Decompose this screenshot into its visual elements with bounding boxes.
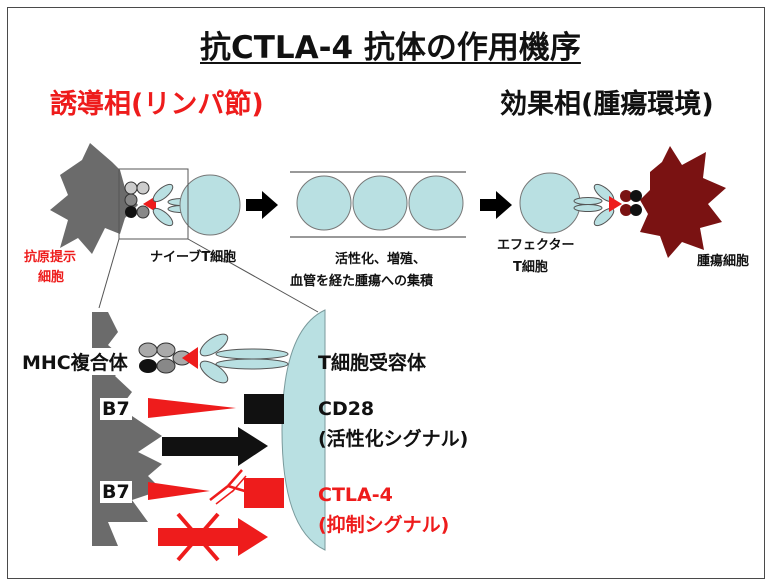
b7-ligand-shape: [148, 398, 236, 418]
naive-t-cell-label: ナイーブT細胞: [150, 250, 237, 265]
ctla4-receptor-shape: [244, 478, 284, 508]
cd28-receptor-shape: [244, 394, 284, 424]
slide-frame: [7, 7, 765, 579]
apc-label-line-2: 細胞: [38, 270, 65, 285]
b7-label: B7: [100, 481, 132, 503]
activation-arrow-icon: [162, 427, 268, 466]
proliferating-t-cell-shape: [296, 175, 352, 231]
tumor-cell-label: 腫瘍細胞: [697, 254, 750, 269]
tcr-label: T細胞受容体: [318, 352, 426, 374]
effector-t-cell-shape: [519, 172, 581, 234]
mhc-complex-label: MHC複合体: [20, 348, 130, 375]
antigen-triangle-icon: [609, 196, 622, 212]
inhibition-arrow-icon: [158, 518, 268, 556]
arrow-icon: [246, 191, 278, 219]
effector-phase-heading: 効果相(腫瘍環境): [500, 89, 714, 120]
activation-label-line-1: 活性化、増殖、: [335, 252, 427, 267]
ctla4-signal-label: (抑制シグナル): [318, 514, 450, 536]
antigen-triangle-icon: [182, 347, 198, 369]
tcr-detail-icon: [199, 333, 289, 384]
cd28-signal-label: (活性化シグナル): [318, 428, 469, 450]
antigen-presenting-cell-shape: [50, 143, 138, 254]
anti-ctla4-antibody-icon: [209, 469, 249, 505]
zoom-connector-line: [187, 238, 319, 313]
zoom-box: [118, 168, 189, 240]
effector-t-cell-label-line-1: エフェクター: [497, 238, 575, 253]
ctla4-label: CTLA-4: [318, 484, 393, 506]
b7-label: B7: [100, 398, 132, 420]
mhc-complex-icon: [124, 181, 150, 219]
apc-label-line-1: 抗原提示: [24, 250, 77, 265]
arrow-icon: [480, 191, 512, 219]
proliferating-t-cell-shape: [352, 175, 408, 231]
t-cell-membrane-shape: [281, 309, 326, 551]
antigen-triangle-icon: [143, 196, 156, 212]
induction-phase-heading: 誘導相(リンパ節): [50, 89, 264, 120]
naive-t-cell-shape: [179, 174, 241, 236]
tumor-cell-shape: [640, 146, 726, 258]
zoom-connector-line: [98, 238, 120, 309]
blocked-x-icon: [176, 512, 220, 562]
cd28-label: CD28: [318, 398, 375, 420]
activation-label-line-2: 血管を経た腫瘍への集積: [290, 274, 434, 289]
diagram-title: 抗CTLA-4 抗体の作用機序: [200, 30, 581, 66]
effector-t-cell-label-line-2: T細胞: [513, 260, 548, 275]
proliferating-t-cell-shape: [408, 175, 464, 231]
tumor-mhc-icon: [620, 190, 642, 216]
b7-ligand-shape: [148, 482, 210, 500]
mhc-detail-icon: [138, 342, 192, 374]
